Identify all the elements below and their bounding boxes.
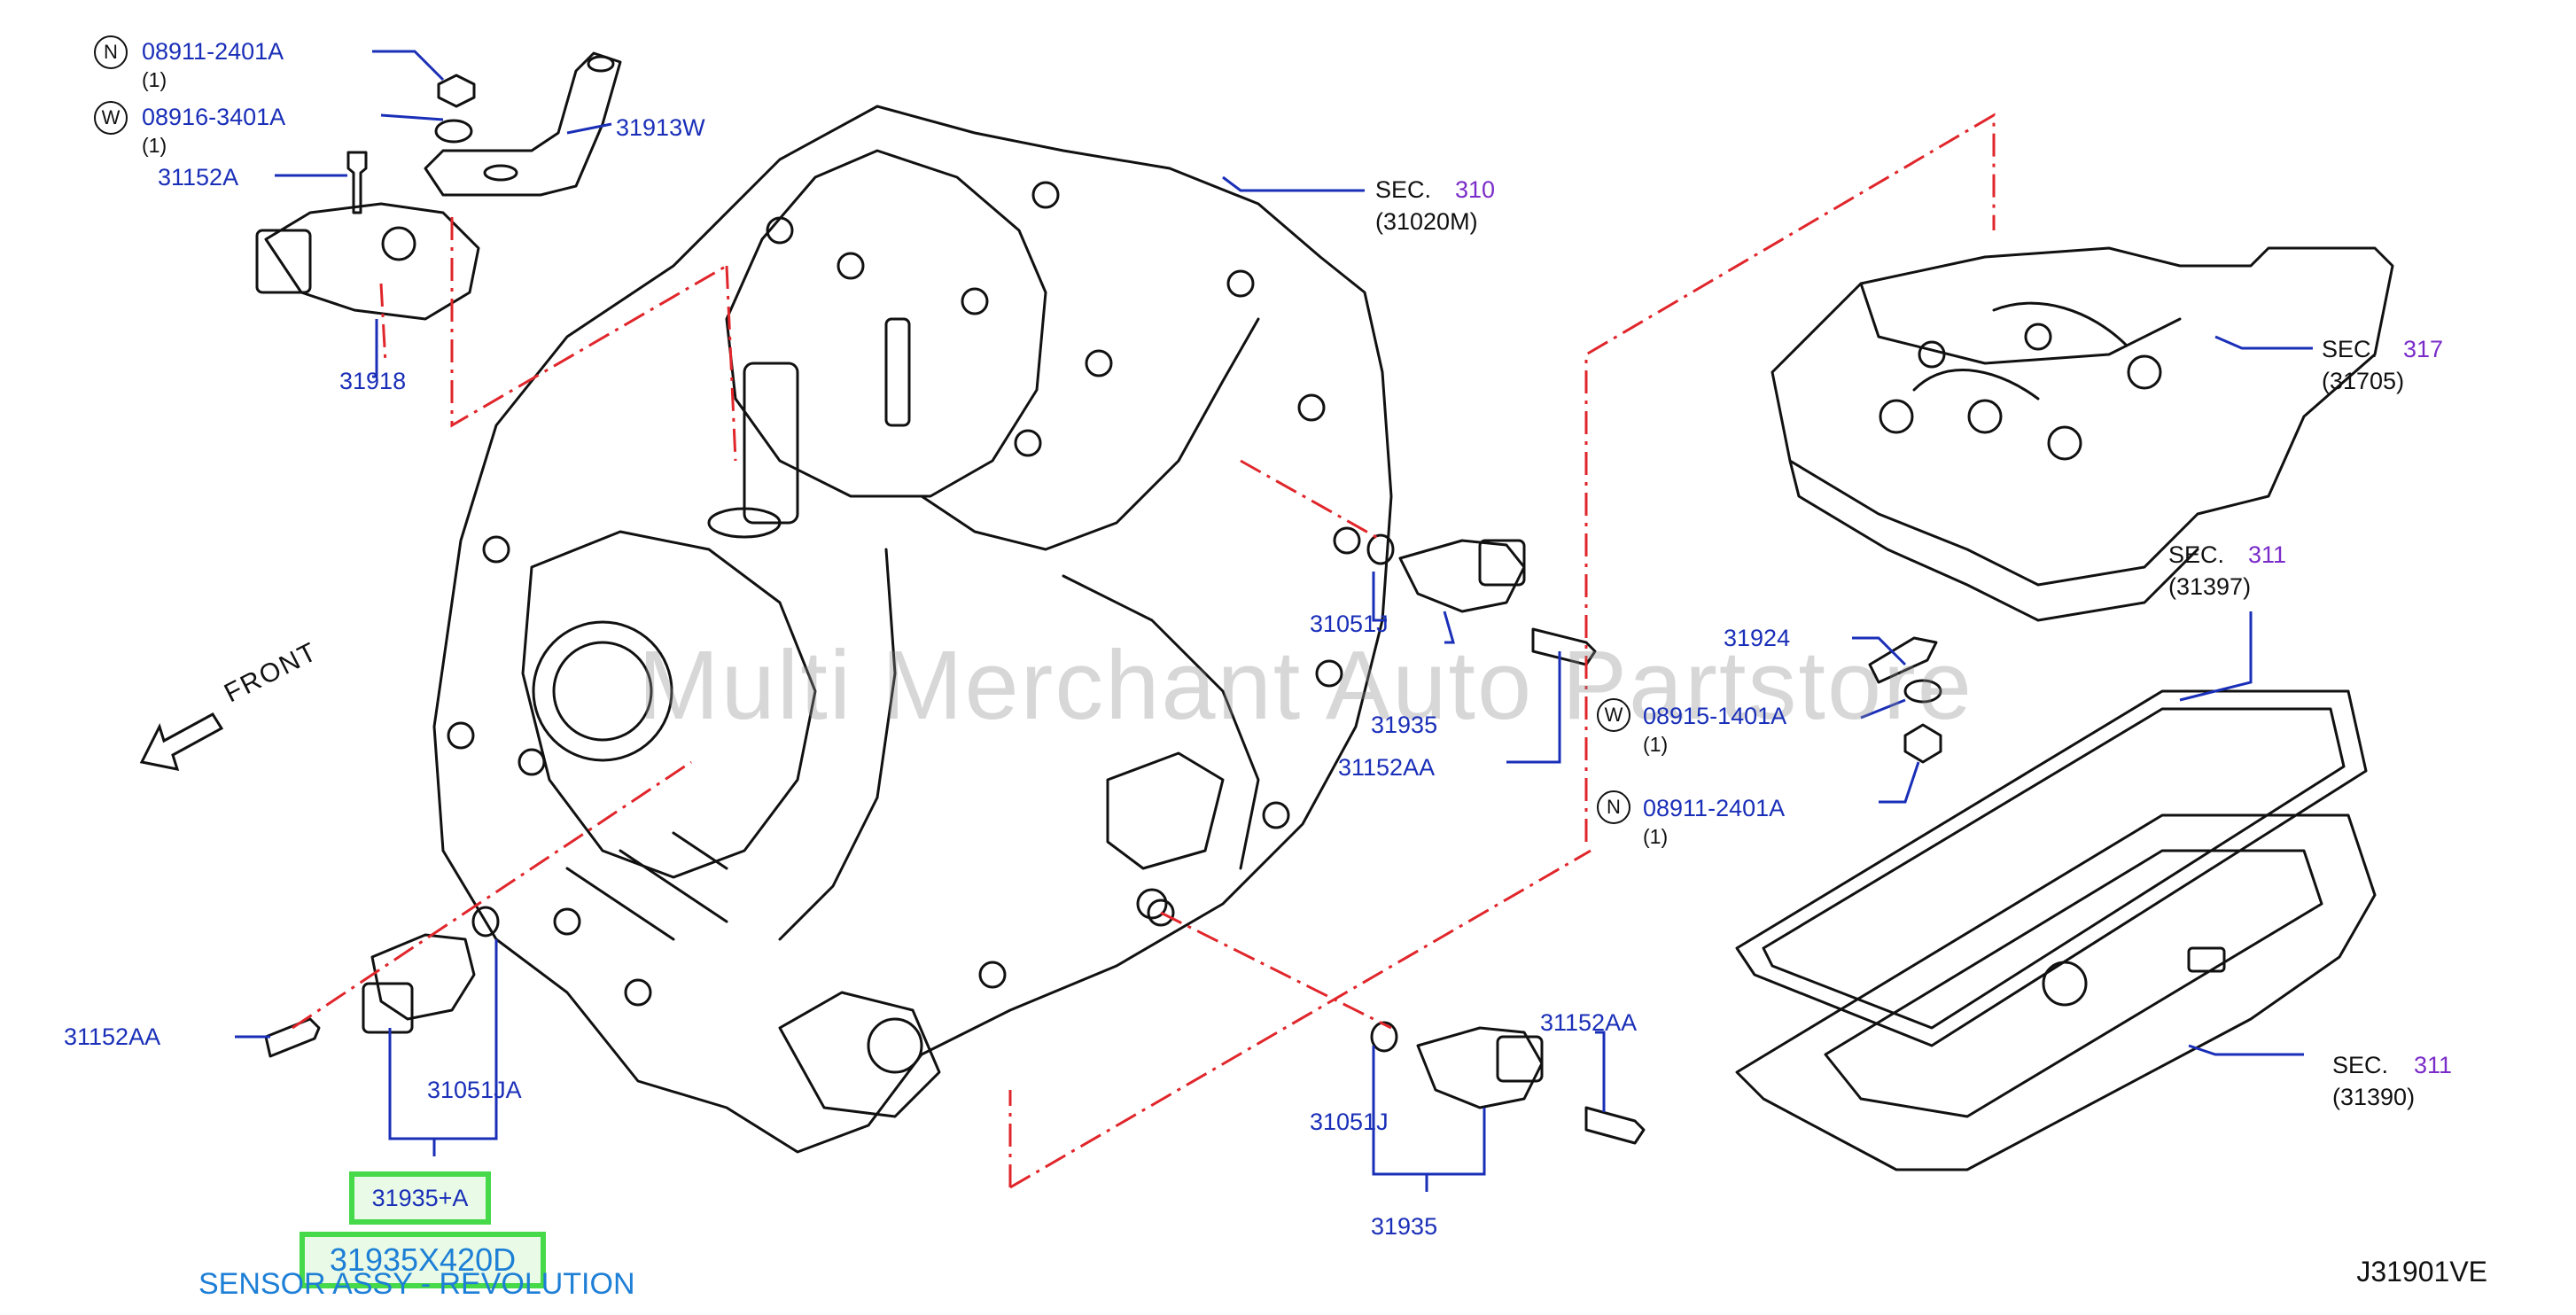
sensor-bot (1416, 1026, 1544, 1109)
label-sec310: SEC. (1375, 176, 1432, 203)
label-w-right[interactable]: 08915-1401A (1643, 703, 1787, 729)
washer-top (434, 119, 473, 144)
label-sec310-sub: (31020M) (1375, 208, 1478, 235)
label-bolt-left[interactable]: 31152AA (64, 1023, 161, 1050)
label-bolt-bot[interactable]: 31152AA (1540, 1009, 1638, 1036)
label-w-right-qty: (1) (1643, 733, 1669, 756)
label-sec317: SEC. (2322, 336, 2378, 362)
diagram-id: J31901VE (2356, 1256, 2487, 1288)
label-sec311-top-num[interactable]: 311 (2248, 541, 2287, 568)
nut-top (437, 74, 476, 108)
bracket (424, 51, 622, 197)
valve-body (1771, 246, 2394, 587)
n-mark-top: N (94, 35, 128, 69)
range-switch (264, 202, 480, 321)
label-switch[interactable]: 31918 (339, 368, 407, 394)
label-bracket[interactable]: 31913W (616, 114, 705, 141)
label-sec311-bot: SEC. (2332, 1052, 2389, 1078)
label-sensor-bot[interactable]: 31935 (1371, 1213, 1438, 1240)
sensor-mid (1398, 539, 1526, 613)
oil-pan-gasket (1735, 689, 2368, 1047)
label-sec311-top-sub: (31397) (2168, 573, 2252, 600)
centerline-top (450, 217, 728, 428)
label-sensor-assy: 31935+A (371, 1185, 469, 1211)
label-oring-bot[interactable]: 31051J (1310, 1109, 1389, 1135)
label-bolt-top[interactable]: 31152A (158, 164, 239, 191)
oring-mid (1366, 533, 1395, 565)
bolt-bot (1584, 1106, 1646, 1145)
nut-right (1903, 723, 1942, 764)
oring-bot (1370, 1021, 1398, 1053)
label-oring-left[interactable]: 31051JA (427, 1077, 522, 1103)
front-arrow (139, 712, 224, 771)
label-n-top-qty: (1) (142, 68, 167, 91)
bolt-left (264, 1017, 321, 1058)
centerline-bot (1008, 849, 1592, 1189)
sensor-left (370, 933, 476, 1021)
label-sec317-num[interactable]: 317 (2403, 336, 2444, 362)
label-n-top[interactable]: 08911-2401A (142, 38, 284, 65)
part-number-highlight[interactable]: 31935X420D (300, 1232, 546, 1288)
washer-right (1903, 679, 1942, 704)
centerline-left (292, 760, 692, 1030)
clip (1868, 636, 1938, 684)
watermark: Multi Merchant Auto Partstore (638, 631, 1973, 740)
transmission-case (432, 105, 1393, 1154)
w-mark-right: W (1597, 698, 1630, 732)
label-n-right[interactable]: 08911-2401A (1643, 795, 1786, 821)
label-sec311-bot-sub: (31390) (2332, 1084, 2416, 1110)
part-name: SENSOR ASSY - REVOLUTION (198, 1267, 635, 1301)
label-bolt-mid[interactable]: 31152AA (1338, 754, 1436, 781)
centerline-mid (1240, 459, 1383, 542)
label-sensor-mid[interactable]: 31935 (1371, 712, 1438, 738)
w-mark-top: W (94, 101, 128, 135)
label-sec311-top: SEC. (2168, 541, 2225, 568)
label-sec310-num[interactable]: 310 (1455, 176, 1496, 203)
label-sec311-bot-num[interactable]: 311 (2414, 1052, 2453, 1078)
centerline-valve (1584, 113, 1996, 842)
part-number: 31935X420D (329, 1241, 517, 1278)
n-mark-right: N (1597, 790, 1630, 824)
oring-left (471, 906, 500, 938)
label-w-top[interactable]: 08916-3401A (142, 104, 286, 130)
sensor-assy-highlight[interactable]: 31935+A (349, 1171, 491, 1225)
bolt-top (346, 151, 368, 214)
bolt-mid (1531, 627, 1597, 666)
label-sec317-sub: (31705) (2322, 368, 2405, 394)
label-clip[interactable]: 31924 (1724, 625, 1791, 651)
oil-pan (1735, 813, 2377, 1171)
label-n-right-qty: (1) (1643, 825, 1669, 848)
label-w-top-qty: (1) (142, 134, 167, 157)
label-oring-mid[interactable]: 31051J (1310, 611, 1389, 637)
